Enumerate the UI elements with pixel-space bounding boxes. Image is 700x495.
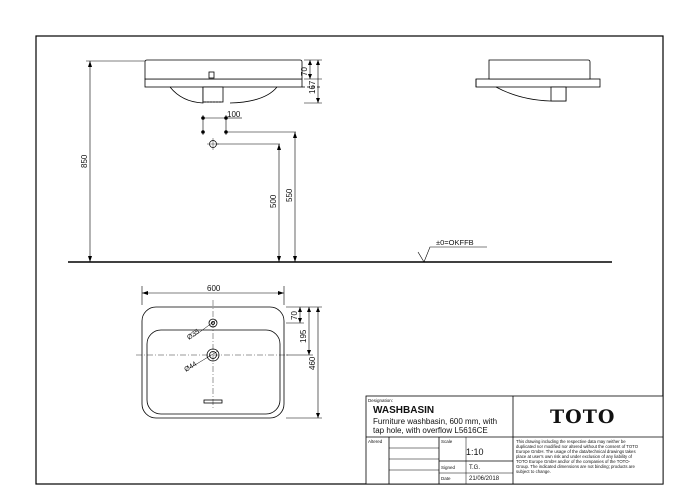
countertop xyxy=(144,78,303,88)
disclaimer-line: subject to change. xyxy=(516,469,551,474)
dim-label-plan-70: 70 xyxy=(290,311,299,320)
plan-arrows xyxy=(142,291,320,418)
disclaimer: This drawing including the respective da… xyxy=(516,439,639,474)
basin-front-top xyxy=(144,59,303,80)
disclaimer-line: This drawing including the respective da… xyxy=(516,439,626,444)
bowl-left xyxy=(169,86,204,104)
altered-label: Altered xyxy=(368,439,383,444)
scale-value: 1:10 xyxy=(466,447,484,457)
dim-label-195: 195 xyxy=(299,329,308,343)
disclaimer-line: TOTO Europe GmbH and/or of the companies… xyxy=(516,459,631,464)
side-bowl xyxy=(495,86,567,102)
dimension-arrows xyxy=(88,60,320,262)
dim-label-500: 500 xyxy=(269,194,278,208)
dim-label-100: 100 xyxy=(227,110,241,119)
side-drain xyxy=(550,86,567,102)
signed-value: T.G. xyxy=(469,465,480,471)
dim-label-460: 460 xyxy=(308,356,317,370)
scale-label: Scale xyxy=(441,439,453,444)
side-elevation xyxy=(475,59,601,102)
product-name: WASHBASIN xyxy=(373,405,434,416)
date-label: Date xyxy=(441,476,451,481)
basin-outline xyxy=(141,306,285,419)
dim-label-550: 550 xyxy=(285,188,294,202)
drawing-frame xyxy=(35,35,664,485)
designation-label: Designation: xyxy=(368,398,393,403)
bowl-right xyxy=(229,86,278,104)
product-description-line-1: Furniture washbasin, 600 mm, with xyxy=(373,417,497,426)
side-countertop xyxy=(475,78,601,88)
signed-label: Signed xyxy=(441,465,456,470)
disclaimer-line: place at user's own risk and under exclu… xyxy=(516,454,633,459)
drain-trap xyxy=(202,86,224,103)
date-value: 21/06/2018 xyxy=(469,476,500,482)
dim-label-850: 850 xyxy=(80,154,89,168)
tap-hole-marker xyxy=(208,71,215,79)
dim-label-70: 70 xyxy=(300,67,309,76)
plan-view xyxy=(136,300,290,419)
dim-label-167: 167 xyxy=(308,80,317,94)
product-description-line-2: tap hole, with overflow L5616CE xyxy=(373,426,488,435)
disclaimer-line: Europe GmbH. The usage of the data/techn… xyxy=(516,449,636,454)
title-block xyxy=(365,395,664,485)
disclaimer-line: duplicated nor modified nor altered with… xyxy=(516,444,639,449)
front-elevation xyxy=(68,59,612,263)
dim-label-600: 600 xyxy=(207,284,221,293)
toto-logo: TOTO xyxy=(550,406,615,428)
basin-bowl-outline xyxy=(146,329,281,415)
front-dimensions xyxy=(89,59,487,263)
side-basin-top xyxy=(488,59,591,80)
disclaimer-line: Group. The indicated dimensions are not … xyxy=(516,464,635,469)
floor-reference-label: ±0=OKFFB xyxy=(436,238,474,247)
plan-dimensions xyxy=(141,286,322,419)
